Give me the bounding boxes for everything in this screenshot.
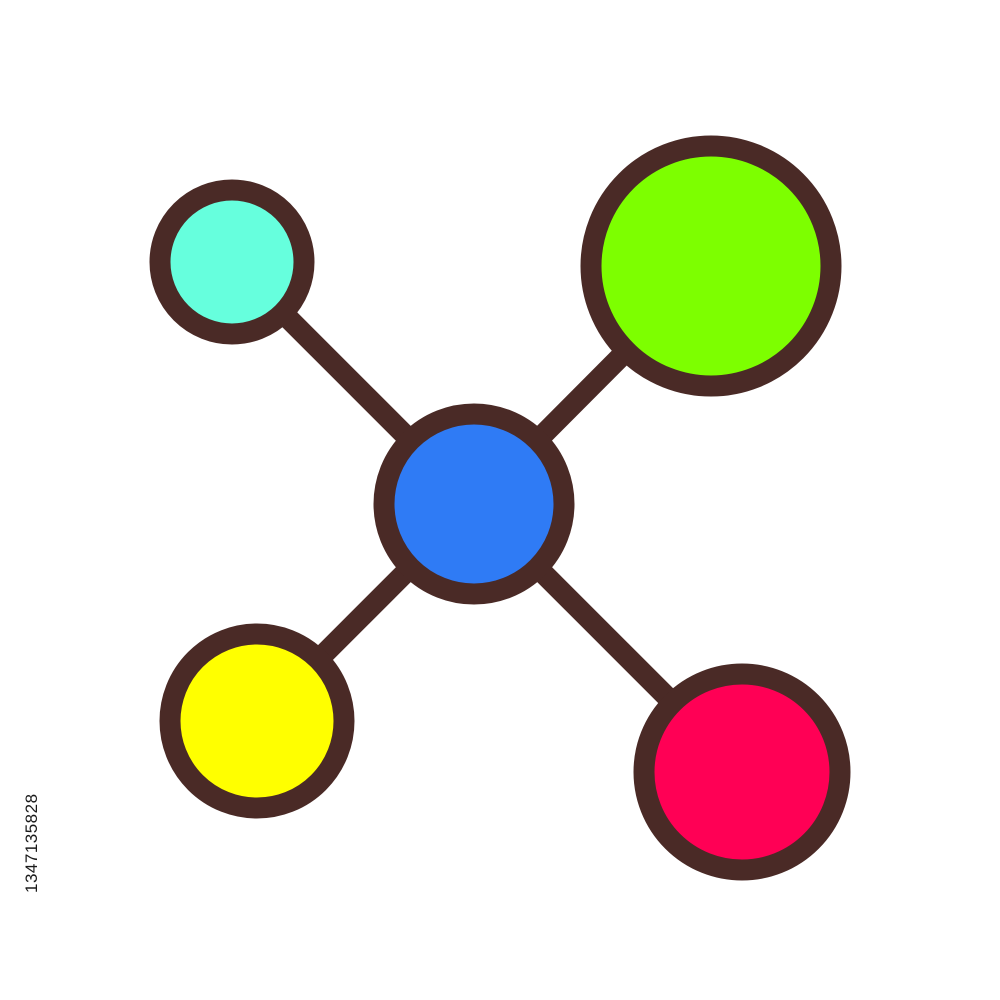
node-yellow: [159, 623, 355, 819]
node-teal: [149, 179, 315, 345]
hub-node-blue: [373, 403, 575, 605]
node-lime: [580, 135, 842, 397]
node-crimson: [633, 663, 851, 881]
node-circles: [149, 135, 851, 881]
stock-image-id: 1347135828: [22, 793, 41, 893]
